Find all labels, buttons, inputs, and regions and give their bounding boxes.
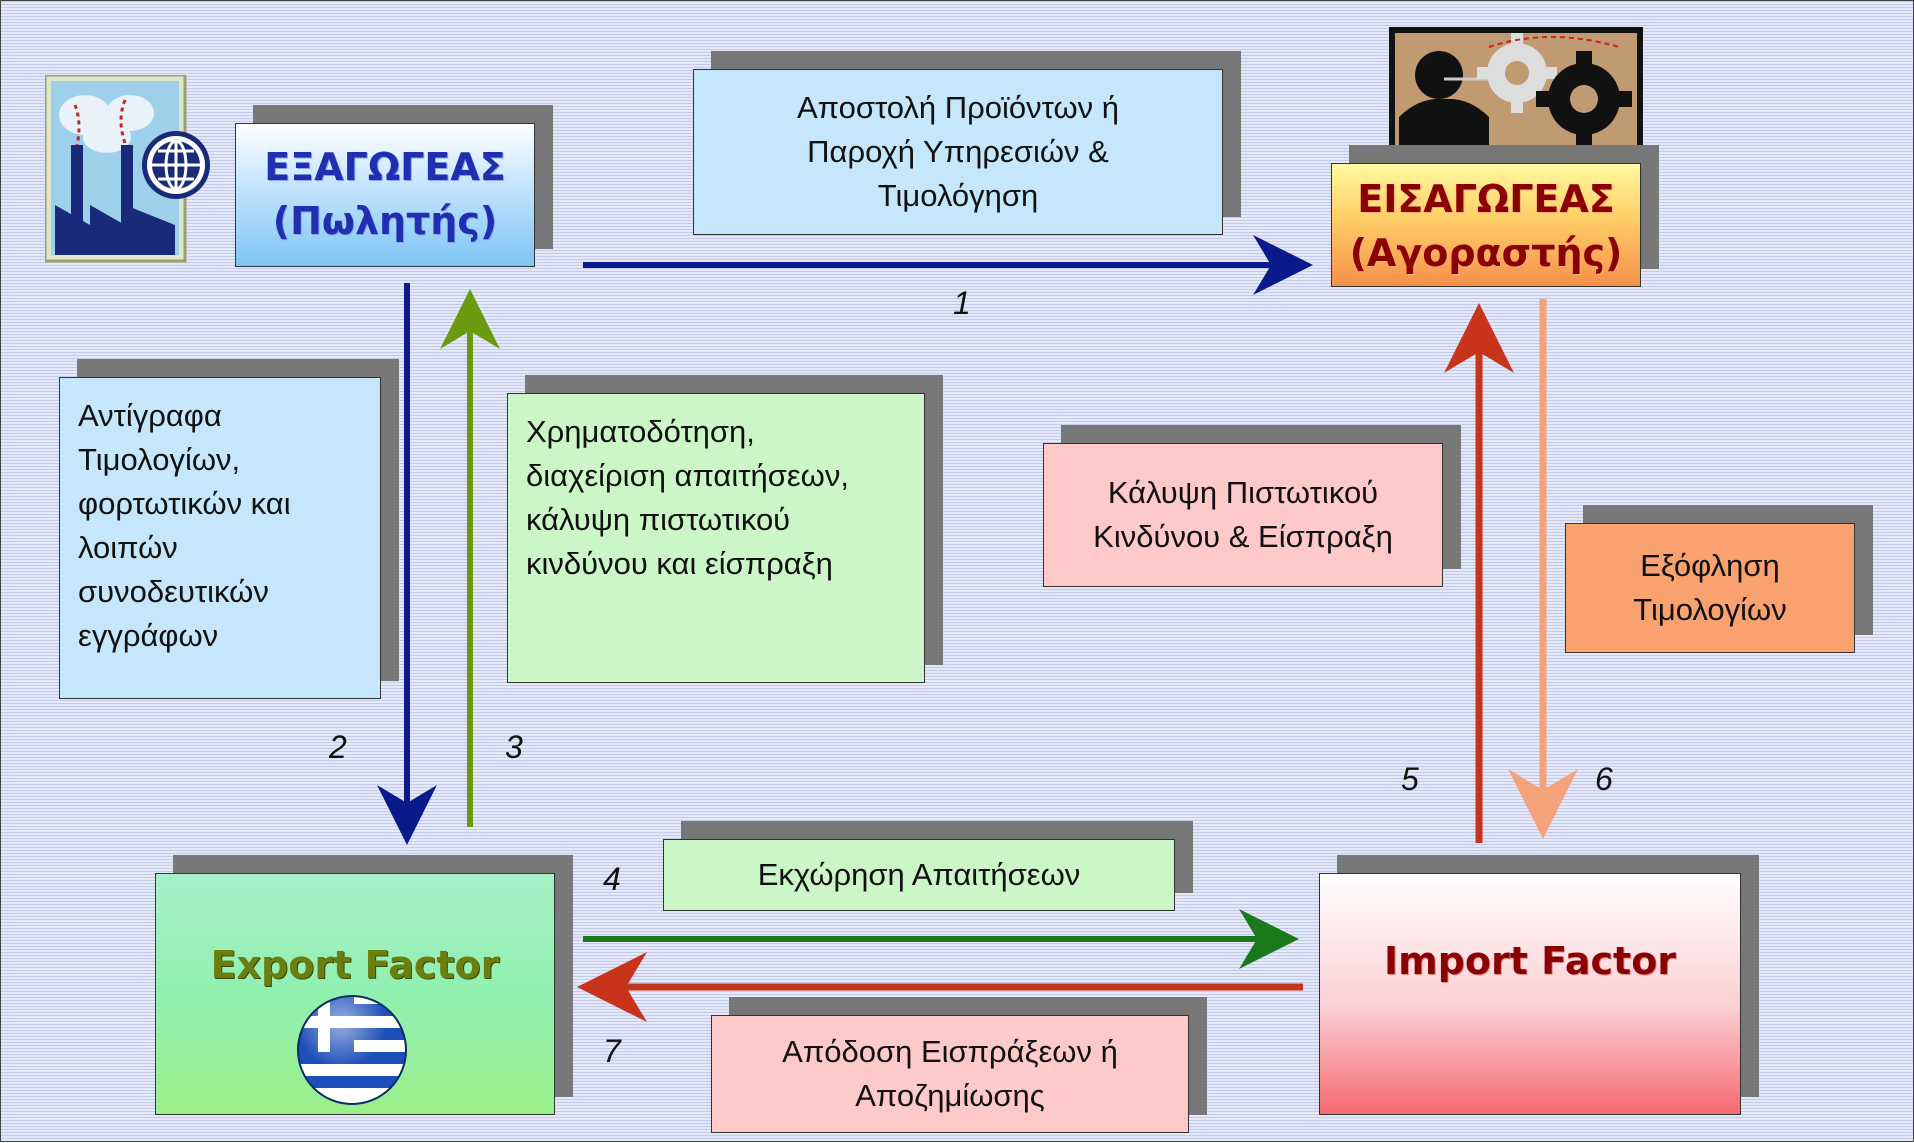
export-factor-box: Export Factor <box>155 873 555 1115</box>
exporter-box: ΕΞΑΓΩΓΕΑΣ (Πωλητής) <box>235 123 535 267</box>
step-3-line-2: διαχείριση απαιτήσεων, <box>526 458 849 493</box>
step-4-box: Εκχώρηση Απαιτήσεων <box>663 839 1175 911</box>
step-5-number: 5 <box>1401 761 1419 797</box>
step-2-line-4: λοιπών <box>78 530 178 565</box>
step-3-line-1: Χρηματοδότηση, <box>526 414 755 449</box>
import-factor-box: Import Factor <box>1319 873 1741 1115</box>
step-7-box: Απόδοση Εισπράξεων ή Αποζημίωσης <box>711 1015 1189 1133</box>
importer-subtitle: (Αγοραστής) <box>1349 231 1623 275</box>
step-2-line-2: Τιμολογίων, <box>78 442 241 477</box>
step-3-box: Χρηματοδότηση, διαχείριση απαιτήσεων, κά… <box>507 393 925 683</box>
step-3-line-3: κάλυψη πιστωτικού <box>526 502 791 537</box>
business-gears-icon <box>1389 27 1643 153</box>
step-7-number: 7 <box>603 1033 621 1069</box>
step-1-line-2: Παροχή Υπηρεσιών & <box>807 134 1109 169</box>
step-2-line-6: εγγράφων <box>78 618 219 653</box>
step-6-box: Εξόφληση Τιμολογίων <box>1565 523 1855 653</box>
step-1-line-3: Τιμολόγηση <box>877 178 1039 213</box>
factory-globe-icon <box>43 73 215 265</box>
step-3-number: 3 <box>505 729 523 765</box>
step-2-number: 2 <box>329 729 347 765</box>
importer-box: ΕΙΣΑΓΩΓΕΑΣ (Αγοραστής) <box>1331 163 1641 287</box>
step-7-line-2: Αποζημίωσης <box>855 1078 1045 1113</box>
step-6-number: 6 <box>1595 761 1613 797</box>
step-4-line-1: Εκχώρηση Απαιτήσεων <box>757 857 1081 892</box>
step-6-line-1: Εξόφληση <box>1640 548 1780 583</box>
greek-flag-icon <box>294 992 410 1108</box>
step-2-line-1: Αντίγραφα <box>78 398 222 433</box>
step-5-line-1: Κάλυψη Πιστωτικού <box>1107 475 1379 510</box>
importer-title: ΕΙΣΑΓΩΓΕΑΣ <box>1357 177 1615 221</box>
step-1-number: 1 <box>953 285 971 321</box>
exporter-title: ΕΞΑΓΩΓΕΑΣ <box>264 145 506 189</box>
step-2-box: Αντίγραφα Τιμολογίων, φορτωτικών και λοι… <box>59 377 381 699</box>
exporter-subtitle: (Πωλητής) <box>272 199 498 243</box>
step-5-box: Κάλυψη Πιστωτικού Κινδύνου & Είσπραξη <box>1043 443 1443 587</box>
step-6-line-2: Τιμολογίων <box>1633 592 1787 627</box>
step-2-line-3: φορτωτικών και <box>78 486 291 521</box>
step-7-line-1: Απόδοση Εισπράξεων ή <box>782 1034 1118 1069</box>
import-factor-title: Import Factor <box>1383 939 1677 983</box>
step-2-line-5: συνοδευτικών <box>78 574 269 609</box>
step-5-line-2: Κινδύνου & Είσπραξη <box>1093 519 1393 554</box>
step-4-number: 4 <box>603 861 621 897</box>
export-factor-title: Export Factor <box>210 943 500 987</box>
step-3-line-4: κινδύνου και είσπραξη <box>526 546 833 581</box>
step-1-line-1: Αποστολή Προϊόντων ή <box>796 90 1120 125</box>
step-1-box: Αποστολή Προϊόντων ή Παροχή Υπηρεσιών & … <box>693 69 1223 235</box>
